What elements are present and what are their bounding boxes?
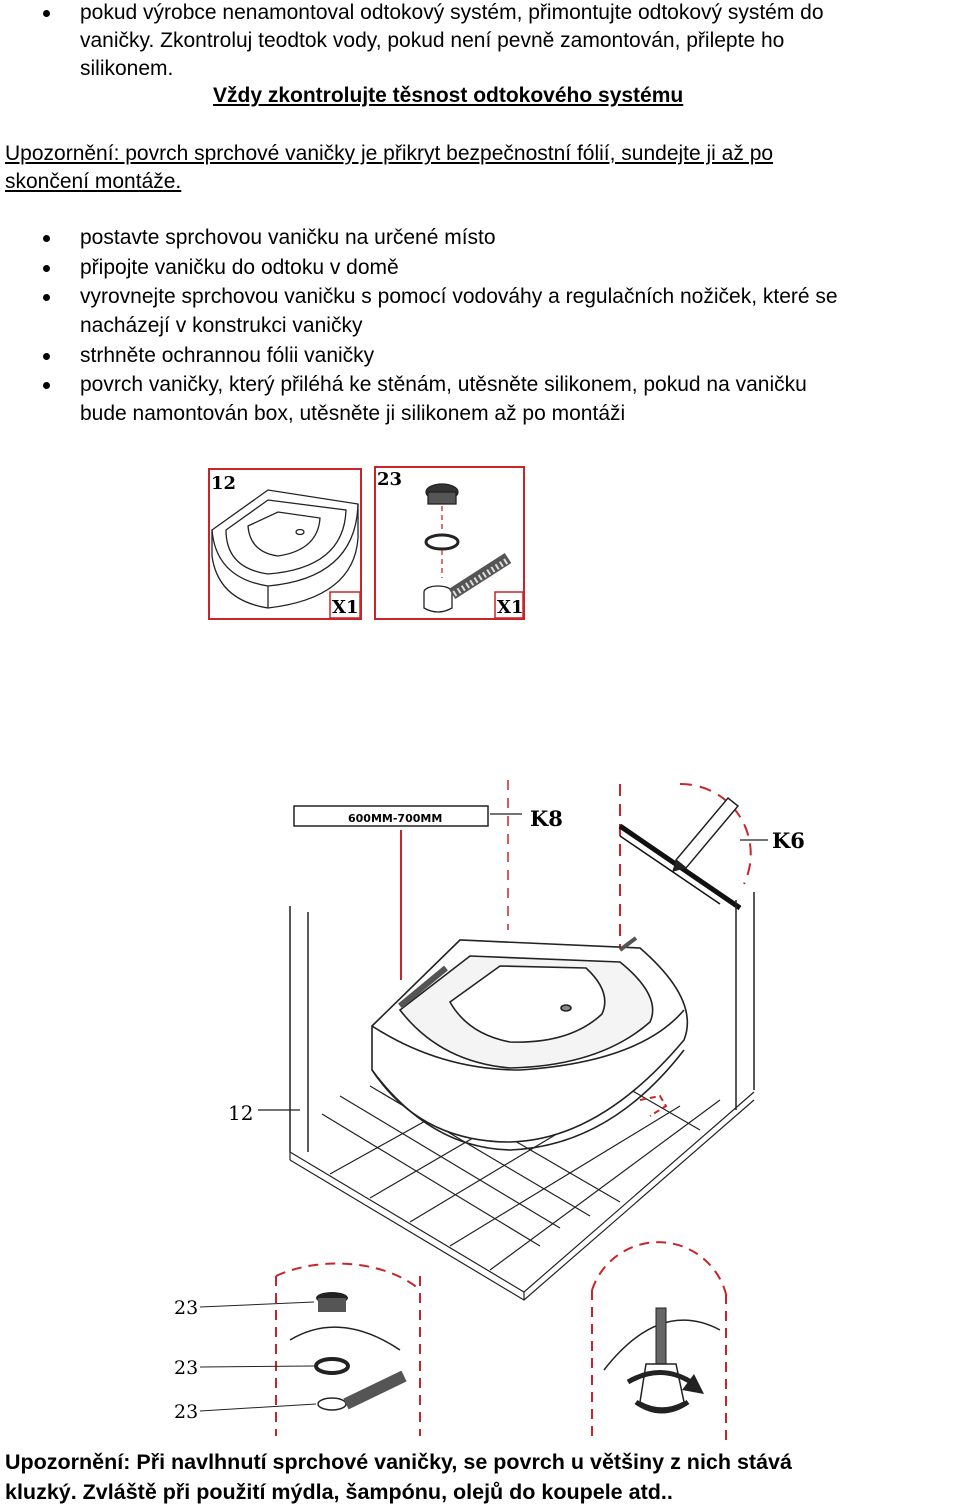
installation-diagram: 600MM-700MM K8 K6 [174,780,805,1440]
film-notice-line-1: Upozornění: povrch sprchové vaničky je p… [5,142,774,165]
part-number-drain: 23 [377,469,402,490]
shower-tray-illustration [371,936,689,1151]
film-notice-line-2: skončení montáže. [5,170,182,193]
step-5-line-1: povrch vaničky, který přiléhá ke stěnám,… [80,373,807,396]
label-level: K8 [530,806,563,831]
part-number-tray: 12 [211,473,236,494]
drain-label-1: 23 [174,1297,198,1319]
part-box-tray: 12 X1 [208,468,362,620]
step-2: připojte vaničku do odtoku v domě [80,256,399,279]
pencil-icon [672,796,740,872]
part-qty-tray: X1 [332,597,359,618]
bullet-dot [43,353,50,360]
slip-warning-line-1: Upozornění: Při navlhnutí sprchové vanič… [5,1450,792,1474]
foot-marker [639,1094,668,1117]
rotate-arrow-icon [626,1370,704,1414]
slip-warning-line-2: kluzký. Zvláště při použití mýdla, šampó… [5,1480,673,1504]
drain-label-3: 23 [174,1401,198,1423]
step-3-line-1: vyrovnejte sprchovou vaničku s pomocí vo… [80,285,838,308]
step-1: postavte sprchovou vaničku na určené mís… [80,226,496,249]
part-qty-drain: X1 [497,597,524,618]
drain-detail-circle [275,1262,421,1436]
bullet-dot [43,382,50,389]
level-size-text: 600MM-700MM [348,812,442,825]
bullet-dot [43,10,50,17]
step-3-line-2: nacházejí v konstrukci vaničky [80,314,363,337]
drain-install-line-3: silikonem. [80,57,174,80]
guide-line [400,830,402,980]
bullet-dot [43,265,50,272]
wall-lines [289,780,755,1152]
step-4: strhněte ochrannou fólii vaničky [80,344,375,367]
bullet-dot [43,235,50,242]
tightness-heading: Vždy zkontrolujte těsnost odtokového sys… [213,84,684,107]
spirit-level-icon: 600MM-700MM [293,805,489,827]
part-box-drain: 23 X1 [374,466,525,620]
drain-label-2: 23 [174,1357,198,1379]
bullet-dot [43,294,50,301]
drain-parts-icon [423,483,512,613]
drain-install-line-1: pokud výrobce nenamontoval odtokový syst… [80,1,824,24]
step-5-line-2: bude namontován box, utěsněte ji silikon… [80,402,626,425]
tray-thumbnail-icon [211,489,359,609]
drain-install-line-2: vaničky. Zkontroluj teodtok vody, pokud … [80,29,785,52]
label-tray: 12 [228,1101,253,1125]
pencil-detail-circle [618,782,752,990]
adjustable-foot-detail [591,1241,727,1440]
label-pencil: K6 [772,828,805,853]
